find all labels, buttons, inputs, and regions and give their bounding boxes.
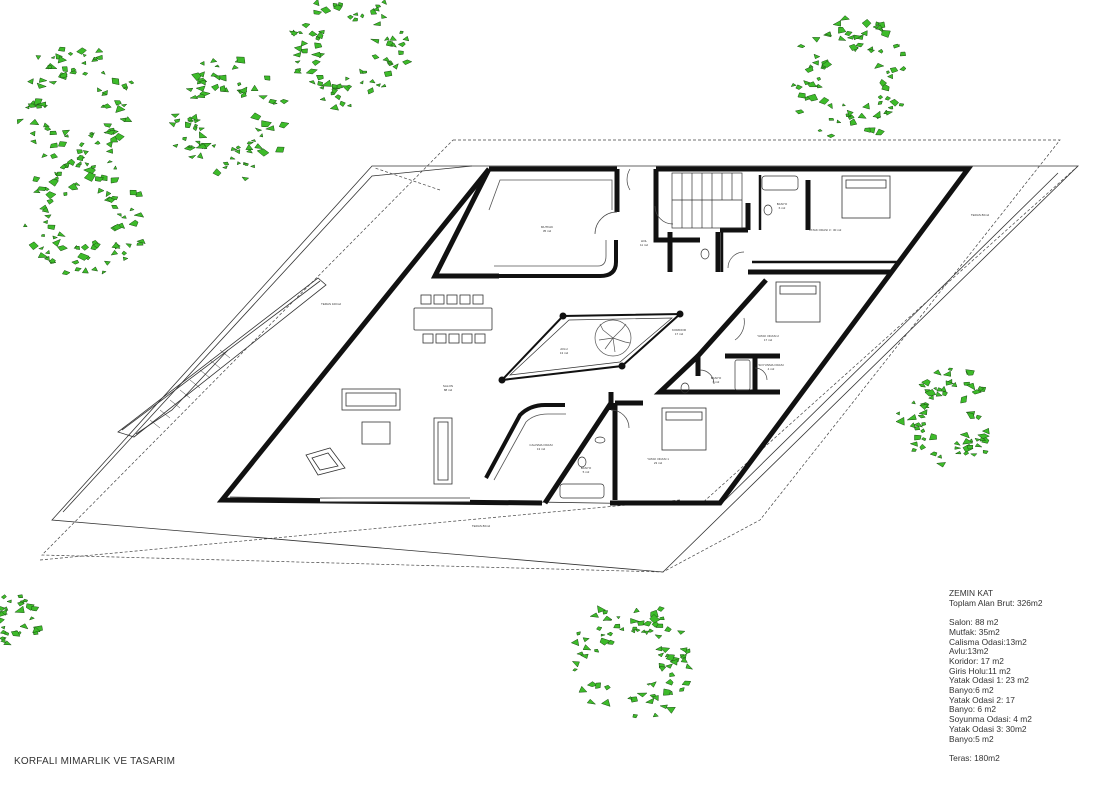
tree-icon — [168, 56, 290, 182]
tree-icon — [790, 15, 907, 138]
window-marks — [238, 445, 470, 502]
window-marks-thin — [320, 497, 470, 503]
beds — [661, 175, 891, 451]
legend-item: Soyunma Odasi: 4 m2 — [949, 714, 1032, 725]
legend-item: Calisma Odasi:13m2 — [949, 636, 1027, 647]
legend-item: Giris Holu:11 m2 — [949, 665, 1011, 676]
kitchen-counter-inner — [494, 240, 607, 267]
living-set — [305, 388, 453, 485]
door-swings — [594, 168, 768, 429]
legend-item: Koridor: 17 m2 — [949, 655, 1004, 666]
legend-title: ZEMIN KAT — [949, 588, 994, 598]
legend-item: Banyo:5 m2 — [949, 733, 994, 744]
label-teras-west: TERAS 100m2 — [320, 302, 341, 306]
courtyard-tree — [594, 319, 632, 357]
label-yatak3: YATAK ODASI 3 : 30 m2 — [808, 228, 842, 232]
area-legend: ZEMIN KAT Toplam Alan Brut: 326m2 Salon:… — [949, 588, 1043, 764]
legend-item: Mutfak: 35m2 — [949, 626, 1000, 637]
kitchen-counter-top — [488, 179, 613, 211]
label-teras-east: TERAS 80m2 — [970, 213, 990, 217]
legend-item: Banyo: 6 m2 — [949, 704, 997, 715]
walls-thin — [720, 175, 898, 272]
study-curved-wall — [484, 403, 565, 479]
legend-total: Toplam Alan Brut: 326m2 — [949, 597, 1043, 608]
courtyard-avlu-inner — [508, 317, 673, 376]
legend-item: Avlu:13m2 — [949, 646, 989, 657]
office-name: KORFALI MIMARLIK VE TASARIM — [14, 756, 176, 767]
courtyard-columns — [498, 310, 684, 384]
legend-item: Yatak Odasi 2: 17 — [949, 694, 1015, 705]
legend-item: Salon: 88 m2 — [949, 617, 999, 628]
tree-icon — [0, 594, 43, 646]
legend-item: Banyo:6 m2 — [949, 685, 994, 696]
legend-teras: Teras: 180m2 — [949, 752, 1000, 763]
dining-set — [413, 294, 493, 344]
trees — [0, 0, 990, 719]
study-curved-wall-inner — [493, 413, 566, 481]
tree-icon — [22, 160, 146, 276]
courtyard-avlu — [499, 312, 683, 382]
legend-item: Yatak Odasi 1: 23 m2 — [949, 675, 1029, 686]
bath-fixtures — [559, 175, 799, 499]
tree-icon — [895, 367, 990, 468]
label-teras-south: TERAS 80m2 — [471, 524, 491, 528]
kitchen-counter — [499, 240, 618, 278]
tree-icon — [288, 0, 413, 111]
tree-icon — [16, 46, 135, 168]
tree-icon — [570, 605, 694, 719]
legend-item: Yatak Odasi 3: 30m2 — [949, 723, 1027, 734]
stairs — [671, 172, 743, 229]
walls — [216, 166, 973, 506]
roof-overhang-dashed — [39, 139, 1079, 573]
